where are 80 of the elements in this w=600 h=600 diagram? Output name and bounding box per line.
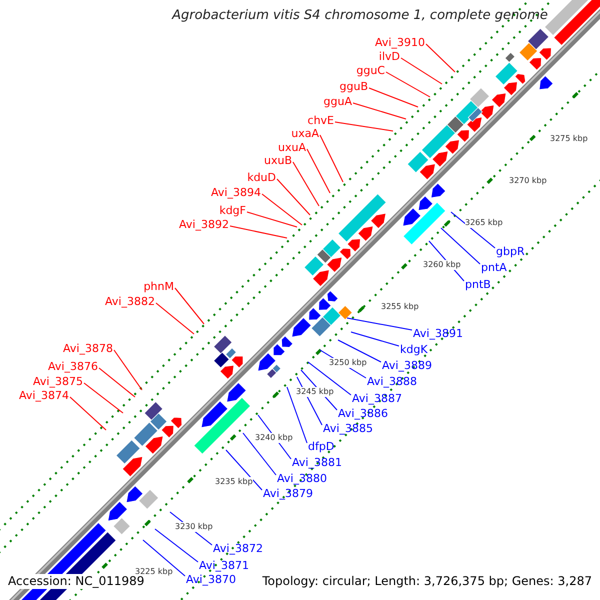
leader-line (426, 44, 456, 72)
leader-line (246, 212, 298, 228)
leader-line (306, 148, 330, 194)
accession-note: Accession: NC_011989 (6, 574, 146, 589)
gene-label: gguB (340, 80, 368, 93)
gene-label: Avi_3910 (375, 36, 425, 49)
gene-label: uxuB (264, 154, 292, 167)
leader-line (386, 72, 430, 98)
leader-line (156, 302, 194, 334)
leader-line (320, 134, 344, 182)
gene-label: uxaA (291, 127, 319, 140)
gene-label: kduD (247, 171, 276, 184)
gene-label: Avi_3892 (179, 218, 229, 231)
gene-label: pntB (465, 278, 491, 291)
leader-line (262, 194, 302, 226)
leader-line (154, 528, 198, 562)
leader-line (368, 88, 418, 108)
tick-label: 3255 kbp (381, 302, 419, 312)
tick-label: 3250 kbp (329, 358, 367, 368)
gene-label: ilvD (378, 50, 400, 63)
leader-line (230, 226, 288, 238)
leader-line (338, 340, 382, 362)
gene-label: Avi_3878 (63, 342, 113, 355)
leader-line (226, 450, 262, 490)
leader-line (98, 368, 136, 398)
leader-line (334, 122, 394, 132)
tick-label: 3240 kbp (255, 433, 293, 443)
leader-line (174, 288, 204, 324)
gene-label: Avi_3886 (338, 407, 388, 420)
leader-line (350, 332, 400, 346)
gene-label: kdgF (219, 204, 246, 217)
tick-label: 3230 kbp (175, 522, 213, 532)
leader-line (286, 386, 308, 444)
gene-label: Avi_3871 (199, 559, 249, 572)
gene-label: Avi_3874 (19, 389, 69, 402)
gene-label: chvE (308, 114, 334, 127)
gene-label: gguA (324, 95, 352, 108)
gene-label: phnM (144, 280, 174, 293)
tick-label: 3275 kbp (550, 134, 588, 144)
leader-line (84, 382, 124, 414)
leader-line (440, 228, 480, 264)
leader-line (346, 318, 412, 330)
leader-line (276, 178, 310, 216)
gene-label: Avi_3879 (263, 487, 313, 500)
gene-label: Avi_3880 (277, 472, 327, 485)
gene-label: Avi_3894 (211, 186, 261, 199)
gene-label: Avi_3887 (352, 392, 402, 405)
leader-line (114, 350, 142, 390)
gene-label: dfpD (308, 440, 334, 453)
leader-line (400, 58, 442, 84)
gene-label: Avi_3872 (213, 542, 263, 555)
tick-label: 3265 kbp (465, 218, 503, 228)
gene-label: gguC (356, 64, 385, 77)
gene-label: Avi_3876 (48, 360, 98, 373)
tick-label: 3235 kbp (215, 477, 253, 487)
gene-label: Avi_3881 (292, 456, 342, 469)
leader-line (70, 396, 106, 430)
leader-line (142, 540, 186, 576)
title: Agrobacterium vitis S4 chromosome 1, complete genome (170, 8, 549, 24)
leader-line (450, 212, 496, 248)
leader-line (292, 162, 320, 206)
gene-label: pntA (481, 261, 507, 274)
gene-label: gbpR (496, 245, 525, 258)
gene-label: Avi_3885 (323, 422, 373, 435)
gene-label: Avi_3889 (382, 359, 432, 372)
tick-label: 3225 kbp (135, 567, 173, 577)
gene-label: Avi_3888 (367, 375, 417, 388)
gene-label: uxuA (278, 141, 306, 154)
gene-label: kdgK (400, 343, 428, 356)
leader-line (352, 102, 406, 120)
tick-label: 3270 kbp (509, 176, 547, 186)
topology-note: Topology: circular; Length: 3,726,375 bp; Genes: 3,287 (260, 574, 594, 589)
gene-label: Avi_3875 (33, 375, 83, 388)
gene-label: Avi_3882 (105, 295, 155, 308)
gene-label: Avi_3870 (186, 573, 236, 586)
leader-line (308, 362, 352, 396)
leader-line (242, 432, 276, 476)
tick-label: 3260 kbp (423, 260, 461, 270)
gene-label: Avi_3891 (413, 327, 463, 340)
tick-label: 3245 kbp (296, 387, 334, 397)
